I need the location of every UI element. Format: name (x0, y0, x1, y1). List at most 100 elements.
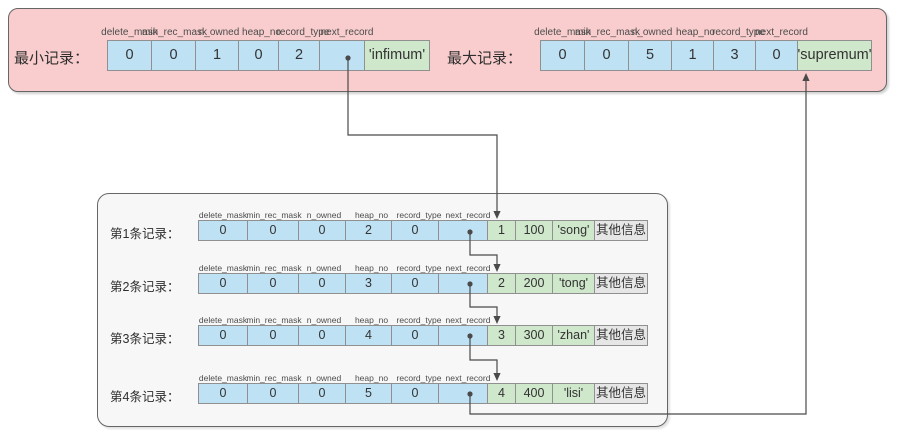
field-label-delete_mask: delete_mask (198, 315, 248, 325)
cell-heap_no: 1 (671, 40, 714, 71)
cell-col3: 'lisi' (552, 383, 595, 404)
cell-record_type: 0 (391, 220, 439, 241)
cell-col1: 4 (487, 383, 516, 404)
cell-n_owned: 1 (195, 40, 239, 71)
field-label-heap_no: heap_no (242, 27, 281, 38)
cell-other-info: 其他信息 (594, 273, 648, 294)
field-label-next_record: next_record (755, 27, 808, 38)
cell-record_type: 0 (391, 273, 439, 294)
field-label-heap_no: heap_no (354, 263, 389, 273)
cell-min_rec_mask: 0 (247, 273, 299, 294)
field-label-record_type: record_type (396, 263, 442, 273)
field-label-record_type: record_type (276, 27, 330, 38)
field-label-delete_mask: delete_mask (198, 373, 248, 383)
cell-record_type: 2 (278, 40, 320, 71)
cell-n_owned: 0 (298, 325, 346, 346)
field-label-n_owned: n_owned (306, 263, 342, 273)
field-label-delete_mask: delete_mask (534, 27, 591, 38)
field-label-n_owned: n_owned (631, 27, 673, 38)
cell-min_rec_mask: 0 (247, 325, 299, 346)
cell-heap_no: 3 (345, 273, 392, 294)
cell-record_type: 0 (391, 325, 439, 346)
cell-n_owned: 0 (298, 273, 346, 294)
record-label: 第4条记录： (110, 390, 180, 404)
field-label-record_type: record_type (396, 315, 442, 325)
cell-min_rec_mask: 0 (151, 40, 196, 71)
record-label: 第1条记录： (110, 227, 180, 241)
field-label-next_record: next_record (445, 210, 491, 220)
field-label-min_rec_mask: min_rec_mask (246, 373, 302, 383)
cell-n_owned: 0 (298, 383, 346, 404)
cell-next_record: 0 (755, 40, 798, 71)
field-label-record_type: record_type (712, 27, 765, 38)
field-label-min_rec_mask: min_rec_mask (246, 315, 302, 325)
field-label-heap_no: heap_no (354, 210, 389, 220)
field-label-delete_mask: delete_mask (101, 27, 158, 38)
cell-other-info: 其他信息 (594, 383, 648, 404)
cell-heap_no: 0 (238, 40, 279, 71)
cell-delete_mask: 0 (198, 273, 248, 294)
cell-next_record (438, 325, 488, 346)
cell-heap_no: 2 (345, 220, 392, 241)
cell-delete_mask: 0 (198, 220, 248, 241)
field-label-min_rec_mask: min_rec_mask (246, 263, 302, 273)
cell-col1: 2 (487, 273, 516, 294)
field-label-min_rec_mask: min_rec_mask (141, 27, 208, 38)
field-label-record_type: record_type (396, 210, 442, 220)
record-label: 第3条记录： (110, 332, 180, 346)
cell-next_record (438, 383, 488, 404)
field-label-n_owned: n_owned (198, 27, 240, 38)
field-label-min_rec_mask: min_rec_mask (574, 27, 641, 38)
cell-min_rec_mask: 0 (584, 40, 629, 71)
field-label-n_owned: n_owned (306, 373, 342, 383)
cell-next_record (438, 273, 488, 294)
field-label-heap_no: heap_no (354, 315, 389, 325)
cell-col2: 300 (515, 325, 553, 346)
cell-col3: 'zhan' (552, 325, 595, 346)
record-label: 最小记录： (14, 50, 90, 67)
cell-col1: 3 (487, 325, 516, 346)
cell-delete_mask: 0 (198, 325, 248, 346)
field-label-record_type: record_type (396, 373, 442, 383)
cell-col2: 200 (515, 273, 553, 294)
cell-record-content: 'supremum' (797, 40, 872, 71)
cell-col1: 1 (487, 220, 516, 241)
cell-n_owned: 5 (628, 40, 672, 71)
cell-col3: 'tong' (552, 273, 595, 294)
field-label-heap_no: heap_no (676, 27, 715, 38)
cell-next_record (319, 40, 365, 71)
cell-col2: 400 (515, 383, 553, 404)
cell-heap_no: 5 (345, 383, 392, 404)
cell-next_record (438, 220, 488, 241)
cell-record_type: 3 (713, 40, 756, 71)
cell-record-content: 'infimum' (364, 40, 430, 71)
field-label-next_record: next_record (445, 315, 491, 325)
field-label-next_record: next_record (320, 27, 374, 38)
cell-n_owned: 0 (298, 220, 346, 241)
field-label-next_record: next_record (445, 373, 491, 383)
cell-heap_no: 4 (345, 325, 392, 346)
cell-delete_mask: 0 (540, 40, 585, 71)
field-label-min_rec_mask: min_rec_mask (246, 210, 302, 220)
field-label-delete_mask: delete_mask (198, 263, 248, 273)
cell-other-info: 其他信息 (594, 325, 648, 346)
record-label: 第2条记录： (110, 280, 180, 294)
cell-min_rec_mask: 0 (247, 383, 299, 404)
field-label-heap_no: heap_no (354, 373, 389, 383)
cell-record_type: 0 (391, 383, 439, 404)
cell-col3: 'song' (552, 220, 595, 241)
